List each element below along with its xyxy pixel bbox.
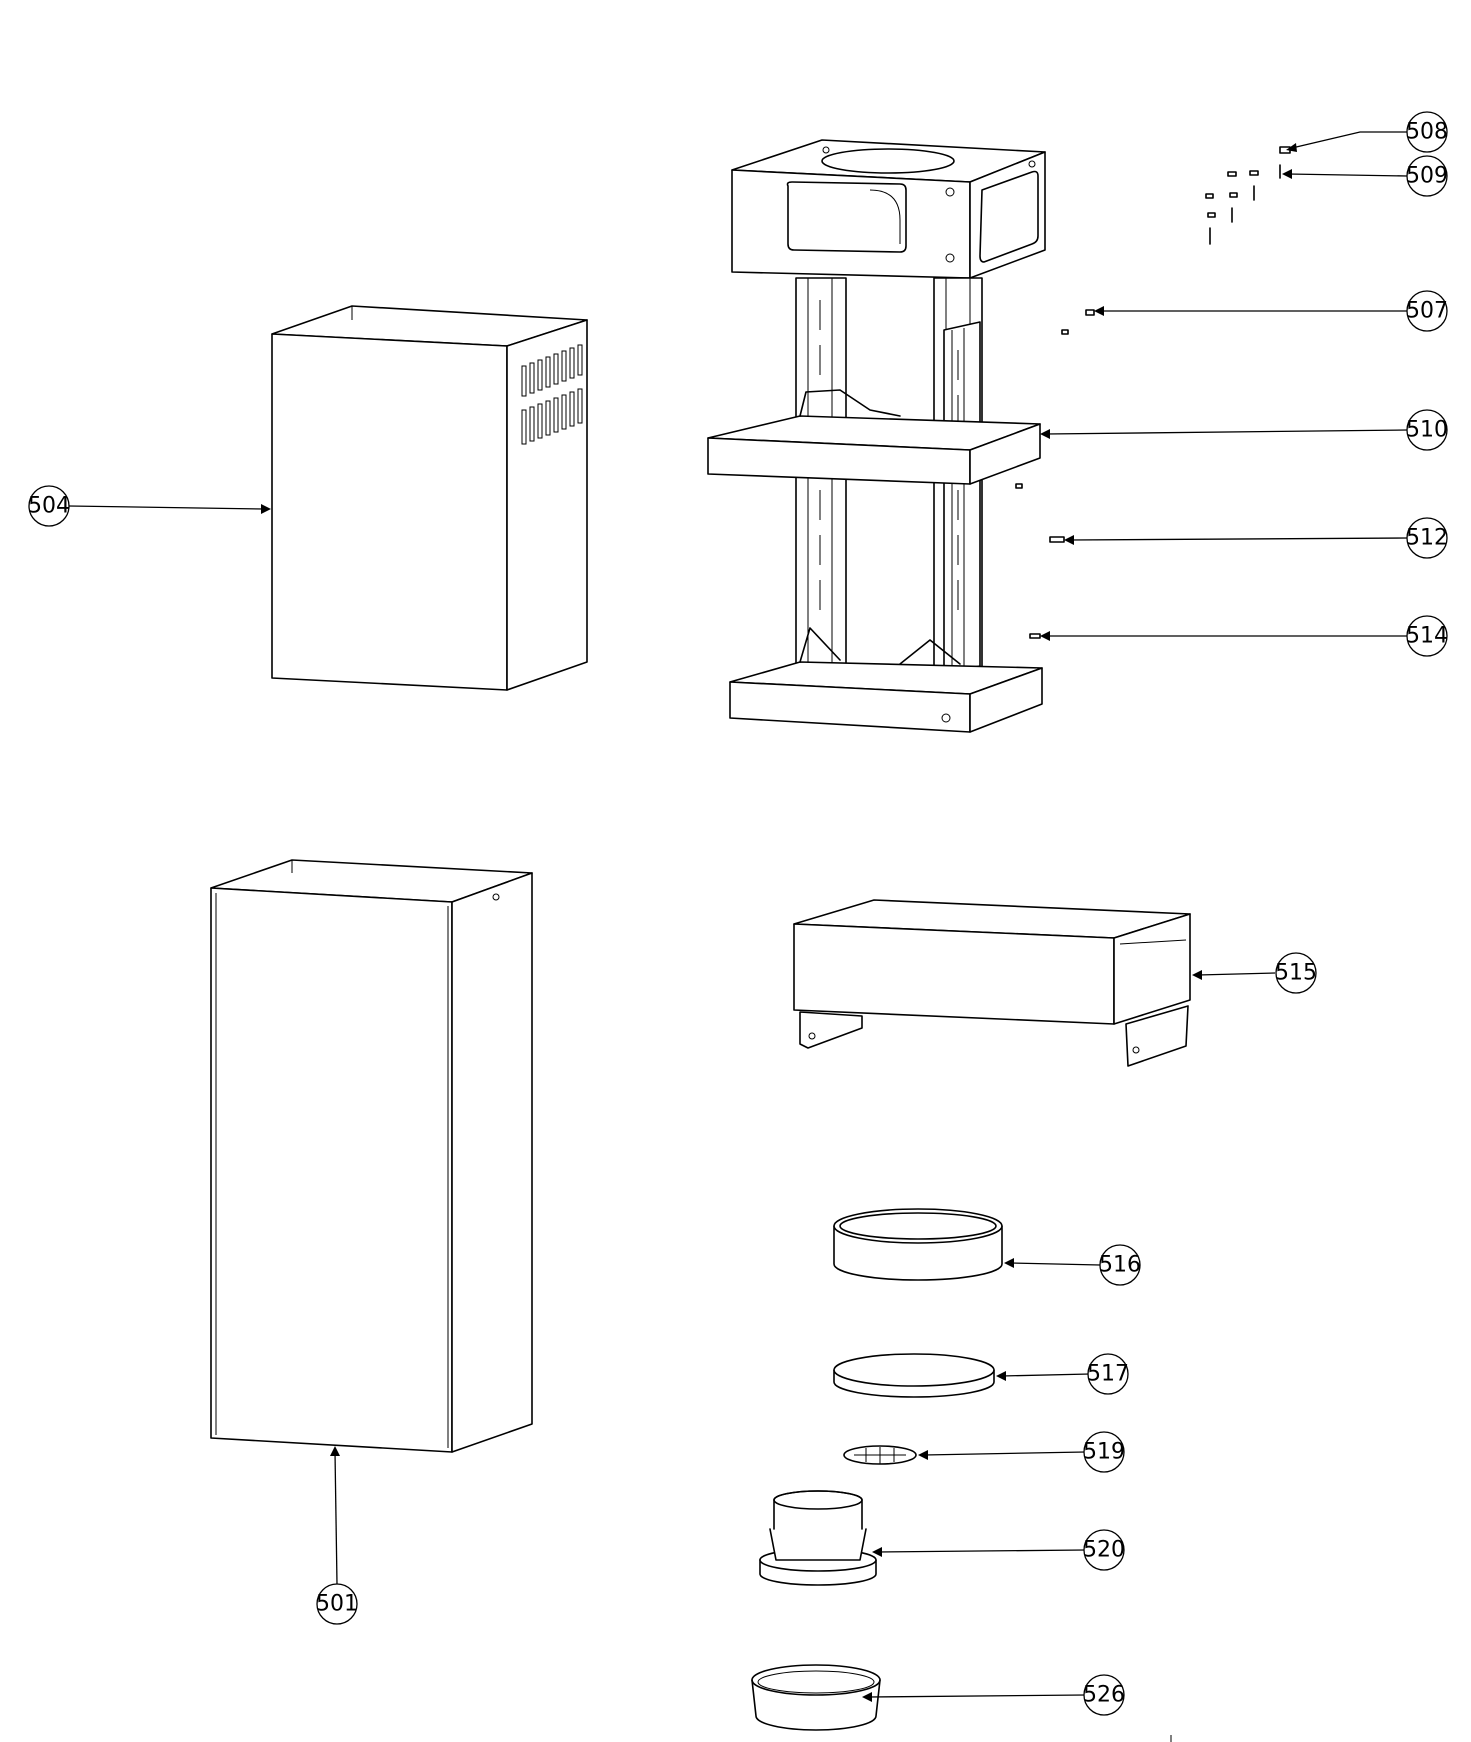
part-520-reducer (759, 1490, 877, 1586)
callout-507-text: 507 (1406, 299, 1448, 324)
callout-507: 507 (1406, 290, 1448, 332)
callout-520: 520 (1083, 1529, 1125, 1571)
vent-slots (521, 344, 583, 445)
callout-516-text: 516 (1099, 1253, 1141, 1278)
callout-labels: 508 509 507 510 504 512 514 515 (28, 111, 1448, 1716)
part-515-duct-bracket (793, 899, 1191, 1067)
callout-501-text: 501 (316, 1592, 358, 1617)
callout-516: 516 (1099, 1244, 1141, 1286)
callout-517-text: 517 (1087, 1362, 1129, 1387)
part-501-lower-chimney-cover (210, 859, 533, 1453)
callout-512: 512 (1406, 517, 1448, 559)
support-frame-assembly (707, 139, 1046, 733)
part-516-collar-ring (833, 1208, 1003, 1281)
hardware-screws (1015, 146, 1291, 639)
leader-lines (68, 131, 1408, 1702)
post-slots (819, 300, 959, 610)
callout-515: 515 (1275, 952, 1317, 994)
callout-519-text: 519 (1083, 1440, 1125, 1465)
part-517-disc (833, 1353, 995, 1398)
callout-510: 510 (1406, 409, 1448, 451)
callout-508-text: 508 (1406, 120, 1448, 145)
callout-517: 517 (1087, 1353, 1129, 1395)
callout-514-text: 514 (1406, 624, 1448, 649)
callout-526: 526 (1083, 1674, 1125, 1716)
callout-501: 501 (316, 1583, 358, 1625)
callout-509-text: 509 (1406, 164, 1448, 189)
part-526-band (751, 1664, 1172, 1742)
callout-508: 508 (1406, 111, 1448, 153)
part-504-upper-chimney-cover (271, 305, 588, 691)
part-519-grille (843, 1445, 917, 1465)
callout-526-text: 526 (1083, 1683, 1125, 1708)
callout-515-text: 515 (1275, 961, 1317, 986)
callout-509: 509 (1406, 155, 1448, 197)
callout-510-text: 510 (1406, 418, 1448, 443)
callout-504: 504 (28, 485, 70, 527)
callout-520-text: 520 (1083, 1538, 1125, 1563)
callout-514: 514 (1406, 615, 1448, 657)
callout-519: 519 (1083, 1431, 1125, 1473)
callout-512-text: 512 (1406, 526, 1448, 551)
callout-504-text: 504 (28, 494, 70, 519)
